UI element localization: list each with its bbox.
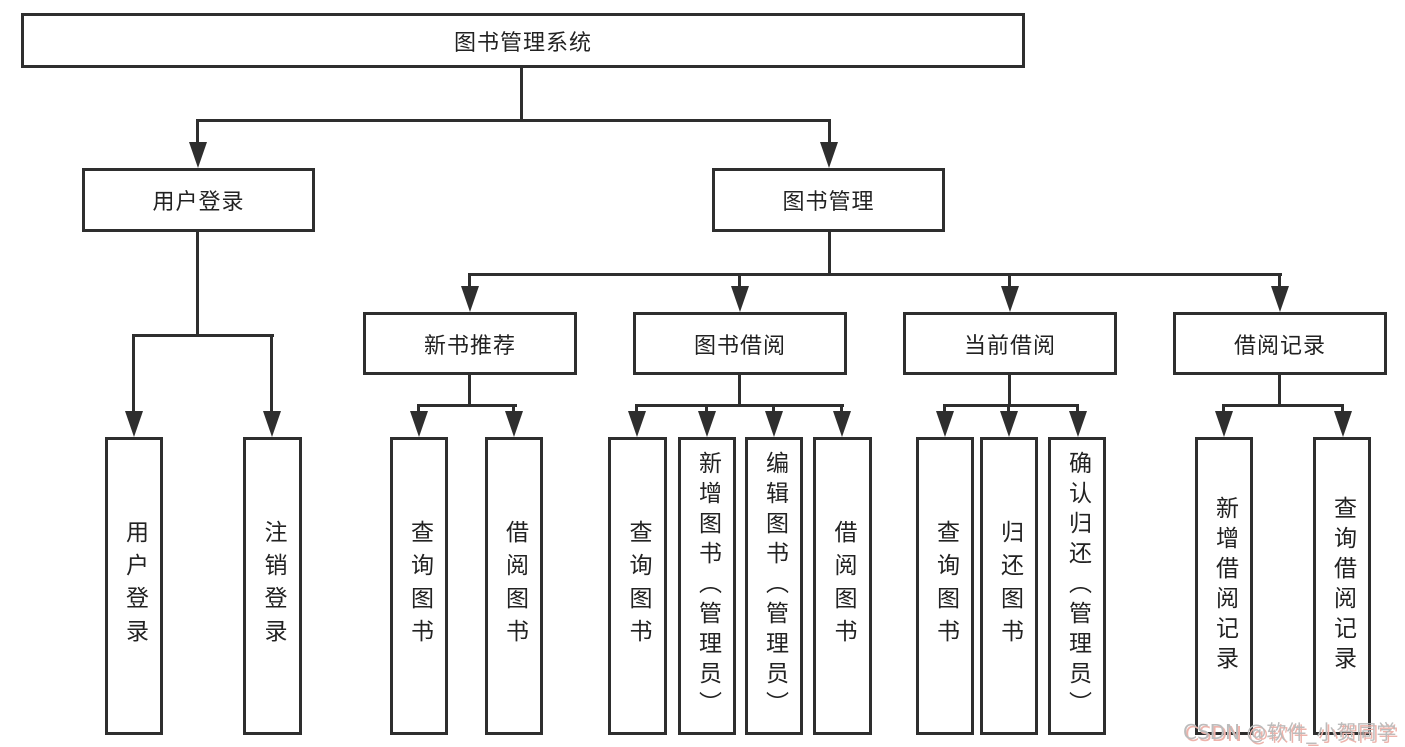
- arrow-down-icon: [731, 286, 749, 312]
- connector-bookborrow-horizontal: [635, 404, 844, 407]
- arrow-down-icon: [833, 411, 851, 437]
- connector-drop: [1008, 273, 1011, 289]
- arrow-down-icon: [1215, 411, 1233, 437]
- connector-drop: [196, 119, 199, 147]
- arrow-down-icon: [936, 411, 954, 437]
- node-label: 编辑图书（管理员）: [761, 451, 788, 721]
- connector-drop: [1076, 404, 1079, 416]
- arrow-down-icon: [628, 411, 646, 437]
- connector-drop: [1222, 404, 1225, 416]
- connector-drop: [1007, 404, 1010, 416]
- connector-drop: [1341, 404, 1344, 416]
- leaf-add-borrow-record: 新增借阅记录: [1195, 437, 1253, 735]
- arrow-down-icon: [1000, 411, 1018, 437]
- connector-stem: [1008, 375, 1011, 407]
- connector-drop: [635, 404, 638, 416]
- csdn-watermark: CSDN @软件_小贺同学: [1183, 720, 1397, 744]
- arrow-down-icon: [1001, 286, 1019, 312]
- connector-level3-horizontal: [468, 273, 1282, 276]
- leaf-return-books: 归还图书: [980, 437, 1038, 735]
- connector-stem: [738, 375, 741, 407]
- leaf-query-books-recommend: 查询图书: [390, 437, 448, 735]
- node-label: 图书管理: [782, 190, 875, 215]
- node-label: 查询图书: [406, 520, 433, 652]
- node-label: 查询图书: [625, 520, 651, 652]
- node-label: 注销登录: [260, 520, 286, 652]
- connector-userlogin-stem: [196, 232, 199, 337]
- node-current-borrow: 当前借阅: [903, 312, 1117, 375]
- leaf-confirm-return-admin: 确认归还（管理员）: [1048, 437, 1106, 735]
- node-book-management: 图书管理: [712, 168, 945, 232]
- connector-drop: [840, 404, 843, 416]
- arrow-down-icon: [461, 286, 479, 312]
- arrow-down-icon: [125, 411, 143, 437]
- node-label: 新书推荐: [423, 333, 516, 359]
- connector-drop: [943, 404, 946, 416]
- arrow-down-icon: [189, 142, 207, 168]
- node-label: 新增借阅记录: [1211, 496, 1238, 676]
- arrow-down-icon: [1271, 286, 1289, 312]
- leaf-query-books-borrow: 查询图书: [608, 437, 667, 735]
- leaf-edit-book-admin: 编辑图书（管理员）: [745, 437, 803, 735]
- node-label: 查询图书: [932, 520, 959, 652]
- connector-level1-horizontal: [197, 119, 831, 122]
- node-label: 查询借阅记录: [1329, 496, 1356, 676]
- connector-drop: [705, 404, 708, 416]
- connector-stem: [468, 375, 471, 407]
- node-label: 图书管理系统: [453, 30, 592, 56]
- leaf-borrow-books-recommend: 借阅图书: [485, 437, 543, 735]
- leaf-query-borrow-record: 查询借阅记录: [1313, 437, 1371, 735]
- connector-drop: [1278, 273, 1281, 289]
- node-label: 确认归还（管理员）: [1064, 451, 1091, 721]
- node-label: 当前借阅: [963, 333, 1056, 359]
- connector-records-horizontal: [1222, 404, 1344, 407]
- node-user-login: 用户登录: [82, 168, 315, 232]
- leaf-logout: 注销登录: [243, 437, 302, 735]
- node-label: 图书借阅: [693, 333, 786, 359]
- node-label: 用户登录: [152, 190, 245, 215]
- leaf-add-book-admin: 新增图书（管理员）: [678, 437, 736, 735]
- node-label: 新增图书（管理员）: [694, 451, 721, 721]
- connector-stem: [1278, 375, 1281, 407]
- connector-drop: [828, 119, 831, 147]
- connector-drop: [132, 334, 135, 416]
- arrow-down-icon: [765, 411, 783, 437]
- connector-drop: [738, 273, 741, 289]
- connector-root-stem: [520, 68, 523, 122]
- node-book-borrow: 图书借阅: [633, 312, 847, 375]
- connector-newbook-horizontal: [417, 404, 517, 407]
- arrow-down-icon: [263, 411, 281, 437]
- connector-drop: [772, 404, 775, 416]
- arrow-down-icon: [820, 142, 838, 168]
- leaf-borrow-books-2: 借阅图书: [813, 437, 872, 735]
- node-borrow-records: 借阅记录: [1173, 312, 1387, 375]
- arrow-down-icon: [1069, 411, 1087, 437]
- leaf-user-login: 用户登录: [105, 437, 163, 735]
- arrow-down-icon: [698, 411, 716, 437]
- connector-drop: [468, 273, 471, 289]
- node-label: 归还图书: [996, 520, 1023, 652]
- arrow-down-icon: [1334, 411, 1352, 437]
- connector-bookmgmt-stem: [828, 232, 831, 276]
- arrow-down-icon: [410, 411, 428, 437]
- node-root-system: 图书管理系统: [21, 13, 1025, 68]
- node-label: 借阅记录: [1233, 333, 1326, 359]
- node-label: 借阅图书: [501, 520, 528, 652]
- connector-drop: [270, 334, 273, 416]
- connector-userlogin-horizontal: [132, 334, 274, 337]
- node-label: 借阅图书: [830, 520, 856, 652]
- connector-currentborrow-horizontal: [943, 404, 1079, 407]
- node-label: 用户登录: [121, 520, 148, 652]
- node-new-book-recommend: 新书推荐: [363, 312, 577, 375]
- arrow-down-icon: [505, 411, 523, 437]
- connector-drop: [512, 404, 515, 416]
- leaf-query-books-current: 查询图书: [916, 437, 974, 735]
- connector-drop: [417, 404, 420, 416]
